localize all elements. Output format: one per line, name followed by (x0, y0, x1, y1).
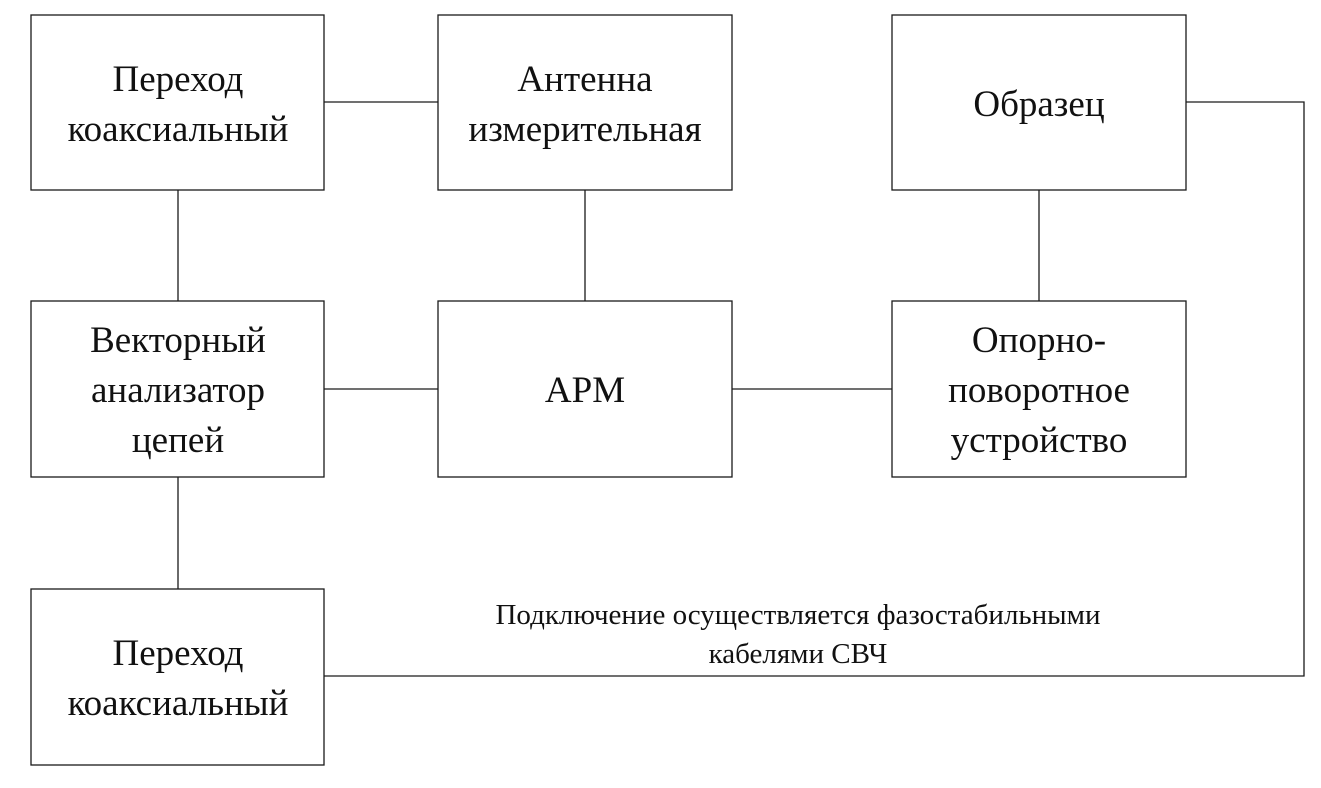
block-arm: АРМ (437, 300, 733, 478)
block-label: АРМ (545, 370, 625, 411)
block-label: цепей (132, 420, 224, 461)
block-vna: Векторный анализатор цепей (30, 300, 325, 478)
block-coax-top: Переход коаксиальный (30, 14, 325, 191)
block-label: поворотное (948, 370, 1130, 411)
block-label: Опорно- (972, 320, 1106, 361)
block-label: коаксиальный (68, 109, 289, 150)
block-antenna: Антенна измерительная (437, 14, 733, 191)
caption-line: кабелями СВЧ (709, 638, 888, 670)
connector-sample-to-coax-bottom (324, 101, 1305, 677)
block-sample: Образец (891, 14, 1187, 191)
block-label: Образец (973, 84, 1104, 125)
block-label: Переход (113, 633, 244, 674)
block-label: устройство (951, 420, 1128, 461)
block-label: Антенна (517, 59, 652, 100)
block-label: измерительная (468, 109, 701, 150)
block-label: коаксиальный (68, 683, 289, 724)
connection-caption: Подключение осуществляется фазостабильны… (495, 599, 1100, 670)
block-coax-bottom: Переход коаксиальный (30, 588, 325, 766)
block-turntable: Опорно- поворотное устройство (891, 300, 1187, 478)
block-label: Переход (113, 59, 244, 100)
block-label: анализатор (91, 370, 265, 411)
connectors (177, 101, 1305, 677)
block-label: Векторный (90, 320, 266, 361)
caption-line: Подключение осуществляется фазостабильны… (495, 599, 1100, 631)
